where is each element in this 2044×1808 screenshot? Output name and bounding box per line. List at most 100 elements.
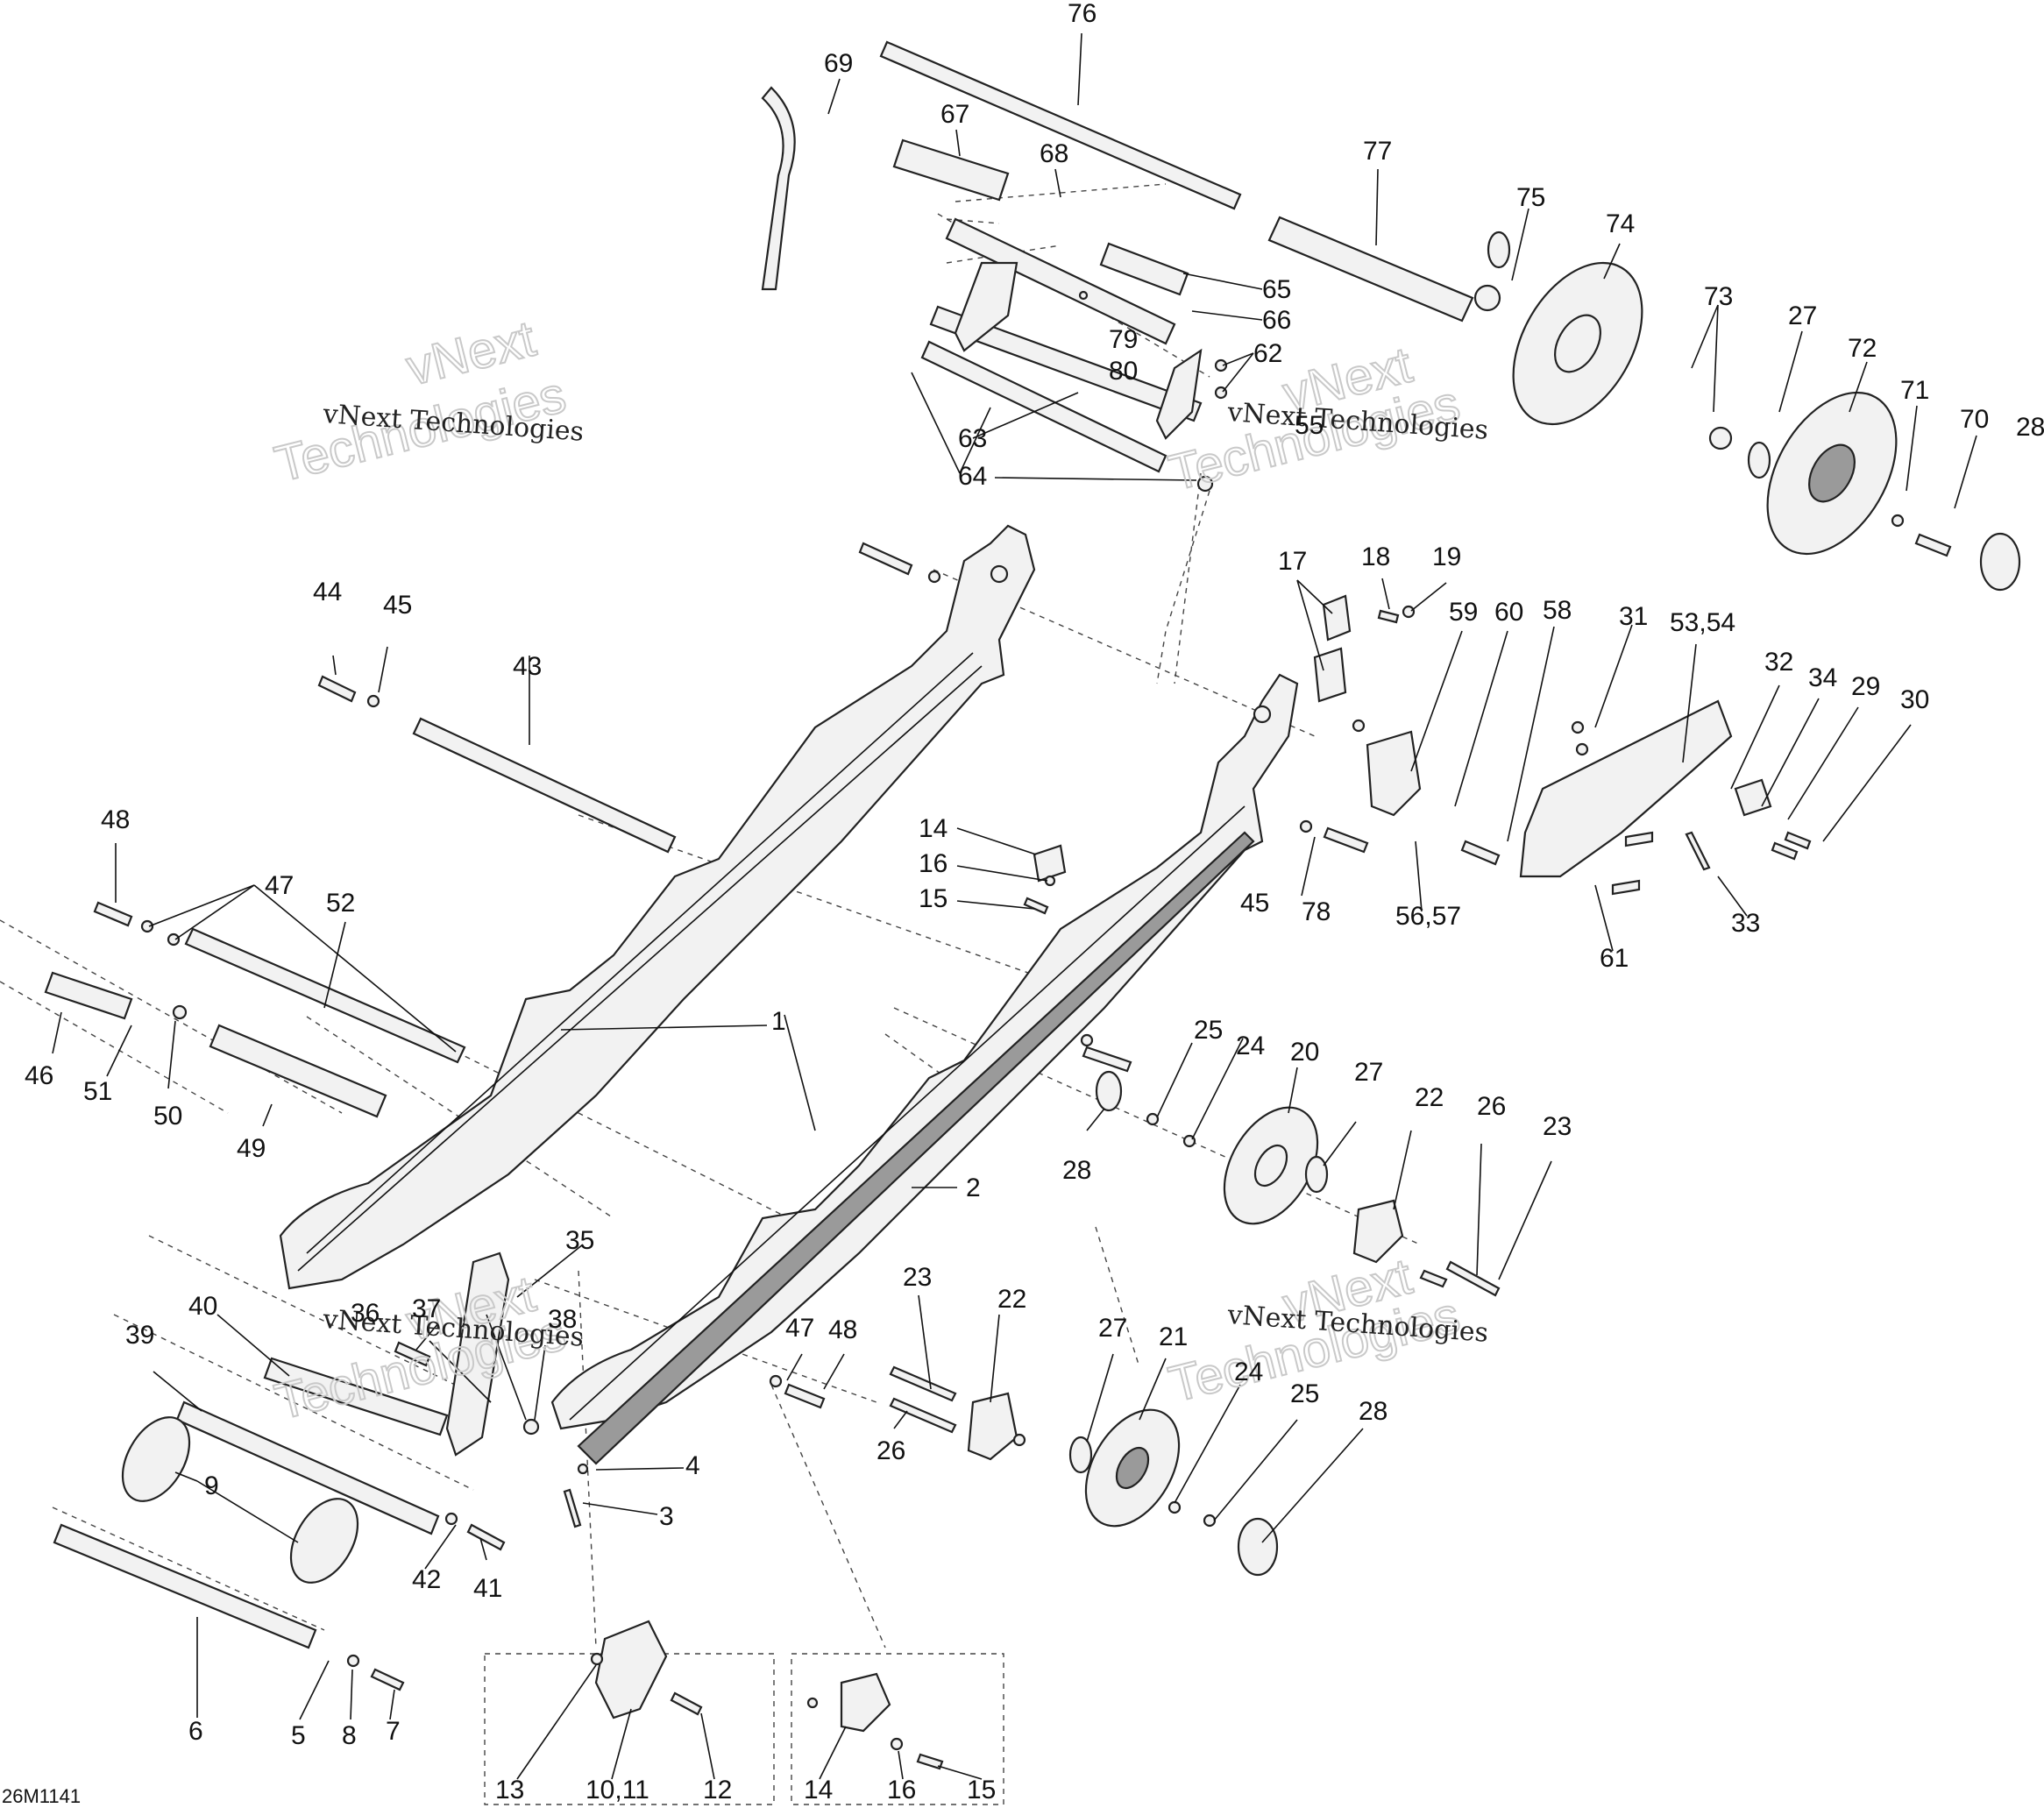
callout-28-mid: 28 [1062,1156,1091,1185]
callout-77: 77 [1363,137,1392,166]
callout-labels: 76 69 67 68 77 75 74 73 27 72 71 70 28 6… [25,0,2044,1804]
callout-14-top: 14 [919,814,947,843]
callout-47-bottom: 47 [785,1314,814,1343]
fasteners [93,284,1952,1770]
callout-49: 49 [237,1134,266,1163]
callout-64: 64 [958,462,987,491]
callout-21: 21 [1159,1322,1188,1351]
callout-24-mid: 24 [1236,1032,1265,1060]
callout-24-bottom: 24 [1234,1358,1263,1386]
callout-1: 1 [771,1007,786,1036]
diagram-code: 26M1141 [2,1785,81,1807]
wheels [121,230,2021,1584]
callout-32: 32 [1764,648,1793,677]
callout-41: 41 [473,1574,502,1603]
callout-75: 75 [1516,183,1545,212]
callout-6: 6 [188,1717,203,1746]
callout-22-bottom: 22 [997,1285,1026,1314]
callout-23-bottom: 23 [903,1263,932,1292]
callout-23-mid: 23 [1543,1112,1572,1141]
callout-68: 68 [1040,139,1068,168]
callout-78: 78 [1302,897,1331,926]
callout-44: 44 [313,578,342,606]
callout-15-top: 15 [919,884,947,913]
callout-56-57: 56,57 [1395,902,1461,931]
callout-55: 55 [1295,411,1324,440]
callout-42: 42 [412,1565,441,1594]
callout-61: 61 [1600,944,1629,973]
callout-8: 8 [342,1721,357,1750]
callout-72: 72 [1848,334,1877,363]
callout-58: 58 [1543,596,1572,625]
callout-79: 79 [1109,325,1138,354]
callout-74: 74 [1606,209,1635,238]
callout-60: 60 [1494,598,1523,627]
callout-13: 13 [495,1776,524,1804]
callout-18: 18 [1361,542,1390,571]
callout-27-top: 27 [1788,301,1817,330]
callout-39: 39 [125,1321,154,1350]
rail-right [550,673,1299,1465]
callout-69: 69 [824,49,853,78]
callout-20: 20 [1290,1038,1319,1067]
callout-66: 66 [1262,306,1291,335]
callout-34: 34 [1808,663,1837,692]
callout-28-top: 28 [2016,413,2044,442]
callout-73: 73 [1704,282,1733,311]
callout-67: 67 [940,100,969,129]
callout-10-11: 10,11 [586,1776,649,1804]
watermark-bottom-right: vNext Technologies vNext Technologies [1162,1247,1489,1414]
callout-16-top: 16 [919,849,947,878]
callout-71: 71 [1900,376,1929,405]
callout-28-bottom: 28 [1359,1397,1388,1426]
callout-76: 76 [1068,0,1097,28]
callout-17: 17 [1278,547,1307,576]
callout-3: 3 [659,1502,674,1531]
callout-47-top: 47 [265,871,294,900]
callout-45-right: 45 [1240,889,1269,918]
callout-25-bottom: 25 [1290,1379,1319,1408]
callout-31: 31 [1619,602,1648,631]
callout-80: 80 [1109,357,1138,386]
callout-5: 5 [291,1721,306,1750]
callout-51: 51 [83,1077,112,1106]
callout-52: 52 [326,889,355,918]
callout-48-bottom: 48 [828,1315,857,1344]
callout-19: 19 [1432,542,1461,571]
callout-40: 40 [188,1292,217,1321]
kit-box-10-13 [484,1653,775,1805]
callout-65: 65 [1262,275,1291,304]
callout-50: 50 [153,1102,182,1131]
callout-15-bottom: 15 [967,1776,996,1804]
callout-63: 63 [958,424,987,453]
callout-16-bottom: 16 [887,1776,916,1804]
callout-70: 70 [1960,405,1989,434]
watermark-top-left: vNext Technologies vNext Technologies [268,309,585,494]
callout-33: 33 [1731,909,1760,938]
callout-7: 7 [386,1717,401,1746]
callout-25-mid: 25 [1194,1016,1223,1045]
callout-36: 36 [351,1299,380,1328]
callout-37: 37 [412,1294,441,1323]
callout-53-54: 53,54 [1670,608,1735,637]
callout-4: 4 [685,1451,700,1480]
callout-45-left: 45 [383,591,412,620]
callout-46: 46 [25,1061,53,1090]
callout-12: 12 [703,1776,732,1804]
rail-left [279,524,1036,1290]
callout-14-bottom: 14 [804,1776,833,1804]
callout-2: 2 [966,1173,981,1202]
watermark-bottom-left: vNext Technologies vNext Technologies [268,1265,585,1432]
watermark-top-right: vNext Technologies vNext Technologies [1162,336,1489,503]
callout-26-bottom: 26 [877,1436,905,1465]
callout-leaders [52,32,1977,1780]
callout-22-mid: 22 [1415,1083,1444,1112]
callout-43: 43 [513,652,542,681]
callout-62: 62 [1253,339,1282,368]
shafts [44,40,1474,1649]
callout-30: 30 [1900,685,1929,714]
callout-26-mid: 26 [1477,1092,1506,1121]
callout-9: 9 [204,1471,219,1500]
brackets [445,261,1772,1733]
